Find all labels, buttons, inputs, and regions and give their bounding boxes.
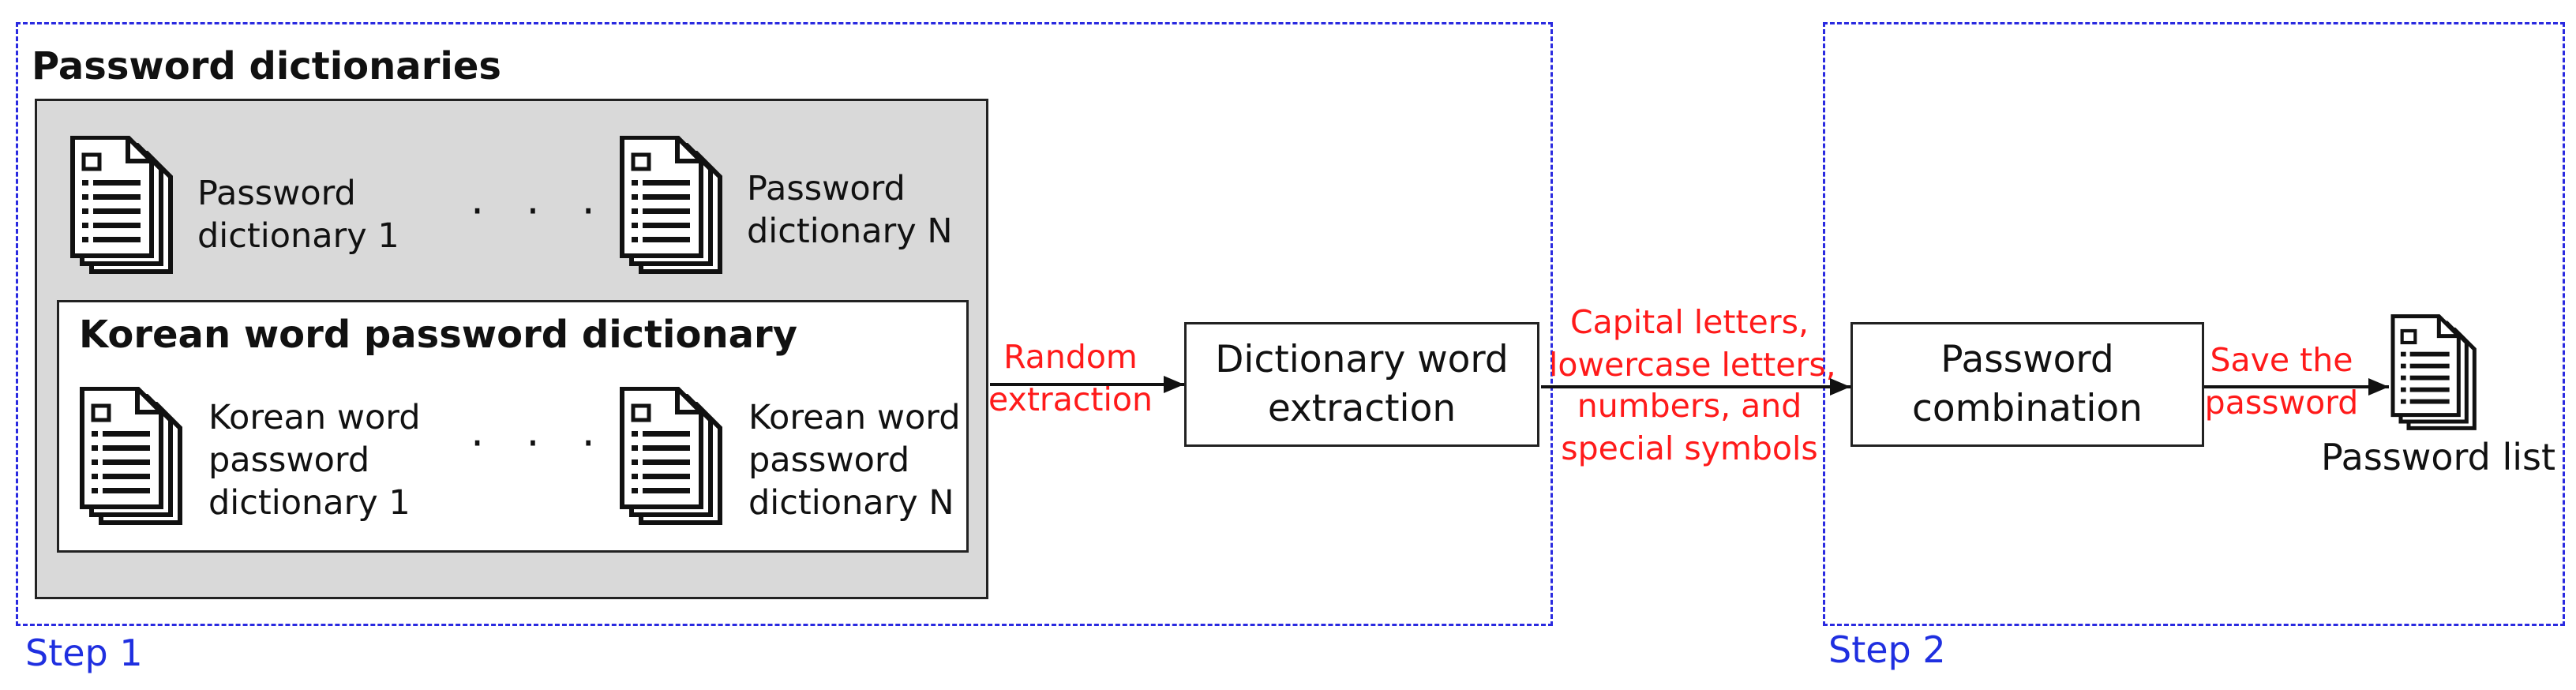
password-list-label: Password list (2321, 436, 2556, 478)
document-stack-icon (620, 387, 722, 525)
step1-container (16, 22, 1553, 626)
step2-label: Step 2 (1828, 628, 1946, 671)
combination-label-line1: Password (1940, 338, 2114, 381)
korean-dictionary-panel (57, 300, 969, 553)
random-extraction-label-line2: extraction (988, 381, 1153, 418)
dictionary-word-extraction-box: Dictionary word extraction (1184, 322, 1539, 447)
document-stack-icon (2390, 314, 2477, 430)
save-password-label-line1: Save the (2210, 341, 2353, 379)
document-stack-icon (70, 136, 173, 274)
document-stack-icon (620, 136, 722, 274)
random-extraction-label-line1: Random (1003, 338, 1138, 376)
transition-label-line4: special symbols (1561, 429, 1818, 467)
kdictN-label-line2: password (748, 441, 910, 480)
extraction-label-line2: extraction (1267, 387, 1457, 430)
dict1-label-line1: Password (197, 174, 356, 213)
document-stack-icon (80, 387, 182, 525)
kdict1-label-line2: password (208, 441, 370, 480)
kdictN-label-line3: dictionary N (748, 483, 954, 523)
dictionaries-title: Password dictionaries (32, 44, 501, 88)
step1-label: Step 1 (25, 632, 143, 674)
dictN-label-line2: dictionary N (747, 212, 953, 251)
dictN-label-line1: Password (747, 169, 906, 208)
kdict1-label-line1: Korean word (208, 398, 421, 437)
dict1-label-line2: dictionary 1 (197, 216, 399, 256)
ellipsis-bottom: · · · (471, 418, 609, 468)
combination-label-line2: combination (1912, 387, 2143, 430)
transition-label-line1: Capital letters, (1569, 303, 1809, 341)
kdictN-label-line1: Korean word (748, 398, 961, 437)
korean-dictionary-title: Korean word password dictionary (79, 313, 798, 357)
password-combination-box: Password combination (1850, 322, 2204, 447)
ellipsis-top: · · · (471, 186, 609, 236)
save-password-label-line2: password (2204, 384, 2359, 422)
transition-label-line3: numbers, and (1577, 387, 1802, 425)
extraction-label-line1: Dictionary word (1215, 338, 1509, 381)
kdict1-label-line3: dictionary 1 (208, 483, 411, 523)
step2-container (1823, 22, 2565, 626)
transition-label-line2: lowercase letters, (1549, 346, 1836, 384)
